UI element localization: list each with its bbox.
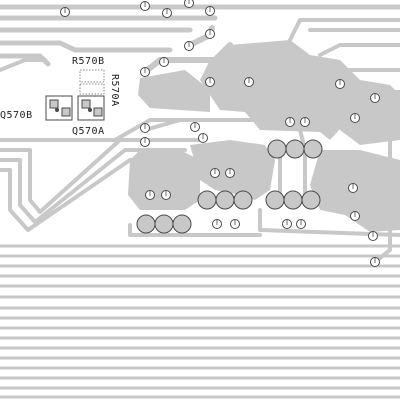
copper-layer	[0, 4, 400, 399]
pour-mid-left	[128, 150, 200, 210]
pad-large	[233, 190, 253, 210]
trace-bus-2	[0, 138, 202, 214]
trace-top-6	[0, 58, 47, 72]
pad-large	[301, 190, 321, 210]
label-q570b: Q570B	[0, 110, 33, 121]
small-vias	[60, 0, 380, 267]
q570a-body	[77, 95, 105, 121]
pad-large	[267, 139, 287, 159]
pad-large	[197, 190, 217, 210]
trace-link-9	[128, 223, 262, 237]
trace-top-4	[0, 40, 173, 53]
q570a-pad	[81, 99, 91, 109]
label-r570b: R570B	[72, 56, 105, 67]
pad-large	[303, 139, 323, 159]
large-pads	[136, 139, 323, 234]
q570b-pin1	[55, 108, 59, 112]
trace-link-8	[258, 208, 400, 237]
pad-large	[172, 214, 192, 234]
pour-left-block	[138, 70, 210, 112]
label-q570a: Q570A	[72, 126, 105, 137]
label-r570a: R570A	[109, 74, 120, 107]
pad-large	[136, 214, 156, 234]
pad-large	[215, 190, 235, 210]
trace-link-3	[143, 118, 202, 132]
trace-bus-1	[0, 118, 302, 142]
pad-large	[283, 190, 303, 210]
q570b-pad	[49, 99, 59, 109]
q570b-footprint	[45, 95, 73, 121]
q570b-body	[45, 95, 73, 121]
q570a-pin1	[88, 108, 92, 112]
r570a-outline	[79, 83, 105, 95]
trace-link-10	[288, 18, 400, 42]
pad-large	[154, 214, 174, 234]
q570a-pad	[93, 107, 103, 117]
pad-large	[285, 139, 305, 159]
q570a-footprint	[77, 95, 105, 121]
pad-large	[265, 190, 285, 210]
r570-footprints	[79, 69, 105, 95]
trace-link-12	[318, 43, 400, 57]
r570b-outline	[79, 69, 105, 83]
pour-right-top	[335, 90, 400, 145]
trace-bus-3	[0, 148, 187, 224]
trace-link-1	[142, 42, 233, 75]
q570b-pad	[61, 107, 71, 117]
